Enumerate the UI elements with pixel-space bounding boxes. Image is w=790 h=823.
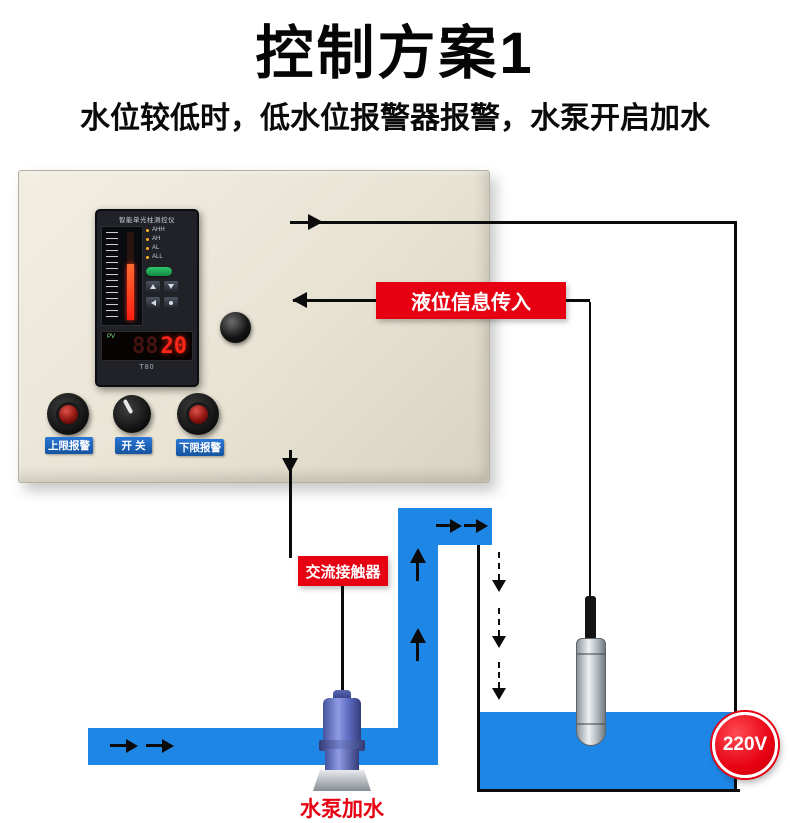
pump-flange bbox=[319, 740, 365, 751]
indicator-label: ALL bbox=[152, 254, 163, 260]
set-button bbox=[146, 267, 172, 276]
led-bar-column bbox=[101, 226, 143, 326]
display-value: 20 bbox=[160, 333, 188, 359]
falling-water-dash bbox=[498, 608, 500, 636]
sensor-cable-connector bbox=[585, 596, 596, 640]
scale-ticks bbox=[106, 232, 118, 320]
instrument-key-row bbox=[146, 281, 193, 292]
pump-motor bbox=[323, 698, 361, 743]
led-bar-level bbox=[127, 264, 134, 320]
down-key bbox=[164, 281, 178, 292]
pv-label: PV bbox=[107, 334, 116, 340]
wire-control-lower bbox=[341, 584, 344, 698]
page-subtitle: 水位较低时，低水位报警器报警，水泵开启加水 bbox=[80, 102, 710, 135]
display-dim-digits: 88 bbox=[132, 333, 159, 359]
power-switch-knob bbox=[113, 395, 151, 433]
cabinet-lock-knob bbox=[220, 312, 251, 343]
instrument-name: 智能单光柱测控仪 bbox=[119, 217, 175, 224]
pump-base bbox=[313, 770, 371, 791]
flow-arrow-right-icon bbox=[126, 739, 138, 753]
instrument-model: T80 bbox=[139, 364, 155, 371]
control-cabinet: 智能单光柱测控仪 AHH AH AL ALL bbox=[18, 170, 490, 483]
wire-power-right-tank-wall bbox=[734, 221, 737, 792]
seven-segment-display: PV 88 20 bbox=[101, 331, 193, 361]
instrument-face: AHH AH AL ALL bbox=[101, 226, 193, 326]
falling-water-arrow-icon bbox=[492, 580, 506, 592]
falling-water-arrow-icon bbox=[492, 636, 506, 648]
wire-control-upper bbox=[289, 450, 292, 558]
pump-body bbox=[325, 749, 359, 773]
indicator-lamp-icon bbox=[146, 247, 149, 250]
arrow-left-icon bbox=[292, 292, 307, 308]
indicator-lamp-icon bbox=[146, 238, 149, 241]
pump-terminal-cap bbox=[333, 690, 351, 700]
indicator-ahh: AHH bbox=[146, 227, 193, 234]
falling-water-arrow-icon bbox=[492, 688, 506, 700]
alarm-button-dome bbox=[185, 401, 211, 427]
instrument-controls: AHH AH AL ALL bbox=[146, 226, 193, 326]
alarm-button-dome bbox=[55, 401, 81, 427]
flow-arrow-shaft bbox=[464, 524, 476, 527]
upper-limit-alarm-button bbox=[47, 393, 89, 435]
knob-pointer-icon bbox=[122, 398, 134, 415]
indicator-label: AL bbox=[152, 245, 160, 251]
wire-power-top bbox=[290, 221, 737, 224]
falling-water-dash bbox=[498, 662, 500, 688]
indicator-al: AL bbox=[146, 245, 193, 252]
flow-arrow-shaft bbox=[110, 744, 126, 747]
indicator-lamp-icon bbox=[146, 256, 149, 259]
arrow-down-icon bbox=[282, 458, 298, 473]
pump-caption: 水泵加水 bbox=[300, 798, 384, 821]
sensor-seam bbox=[577, 653, 605, 655]
lower-limit-alarm-label: 下限报警 bbox=[176, 439, 224, 456]
flow-arrow-shaft bbox=[146, 744, 162, 747]
flow-arrow-shaft bbox=[416, 561, 419, 581]
instrument-key-row bbox=[146, 297, 193, 308]
indicator-label: AH bbox=[152, 236, 161, 242]
flow-arrow-up-icon bbox=[410, 548, 426, 563]
indicator-lamp-icon bbox=[146, 229, 149, 232]
tank-wall-left bbox=[477, 545, 480, 792]
falling-water-dash bbox=[498, 552, 500, 580]
triangle-down-icon bbox=[168, 284, 174, 289]
indicator-label: AHH bbox=[152, 227, 165, 233]
page-title: 控制方案1 bbox=[255, 21, 535, 86]
switch-label: 开 关 bbox=[115, 437, 152, 454]
sensor-seam bbox=[577, 723, 605, 725]
upper-limit-alarm-label: 上限报警 bbox=[45, 437, 93, 454]
up-key bbox=[146, 281, 160, 292]
level-sensor-probe bbox=[576, 638, 606, 746]
flow-arrow-right-icon bbox=[450, 519, 462, 533]
pipe-inlet-horizontal bbox=[88, 728, 438, 765]
lower-limit-alarm-button bbox=[177, 393, 219, 435]
sensor-cable bbox=[589, 302, 591, 598]
triangle-up-icon bbox=[150, 284, 156, 289]
voltage-badge: 220V bbox=[712, 712, 778, 778]
indicator-all: ALL bbox=[146, 254, 193, 261]
confirm-key bbox=[164, 297, 178, 308]
flow-arrow-shaft bbox=[436, 524, 450, 527]
flow-arrow-right-icon bbox=[162, 739, 174, 753]
shift-key bbox=[146, 297, 160, 308]
flow-arrow-shaft bbox=[416, 641, 419, 661]
level-controller-instrument: 智能单光柱测控仪 AHH AH AL ALL bbox=[95, 209, 199, 387]
flow-arrow-up-icon bbox=[410, 628, 426, 643]
tank-water bbox=[480, 712, 734, 790]
triangle-left-icon bbox=[150, 299, 156, 306]
tank-bottom bbox=[477, 789, 740, 792]
arrow-right-icon bbox=[308, 214, 323, 230]
level-signal-label: 液位信息传入 bbox=[376, 282, 566, 319]
dot-icon bbox=[169, 300, 173, 305]
indicator-ah: AH bbox=[146, 236, 193, 243]
contactor-label: 交流接触器 bbox=[298, 556, 388, 586]
flow-arrow-right-icon bbox=[476, 519, 488, 533]
